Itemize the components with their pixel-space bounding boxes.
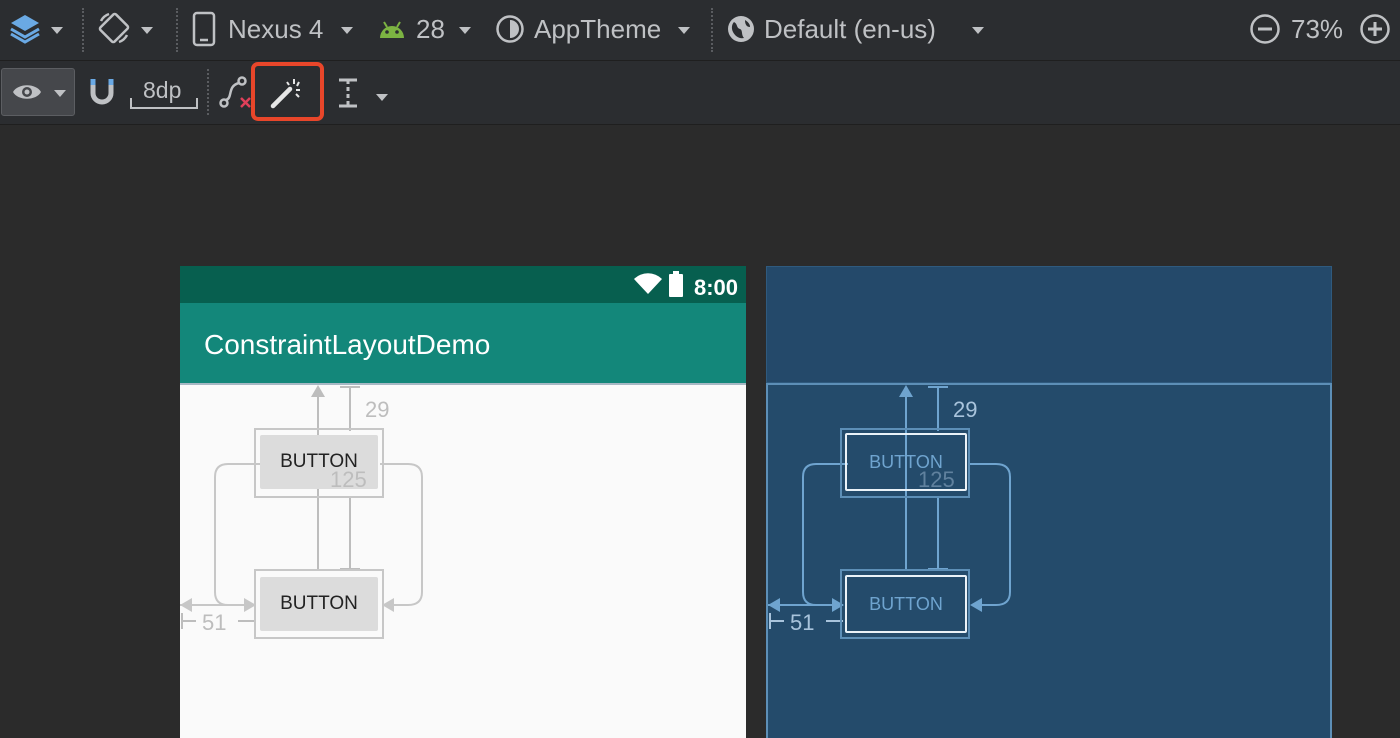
button-top[interactable]: BUTTON xyxy=(260,435,378,489)
blueprint-button-bottom[interactable]: BUTTON xyxy=(845,575,967,633)
design-surface[interactable]: 8:00 ConstraintLayoutDemo xyxy=(180,266,746,738)
wifi-icon xyxy=(634,273,662,294)
top-margin-label: 29 xyxy=(365,397,390,422)
view-options-button[interactable] xyxy=(1,68,75,116)
button-bottom-frame xyxy=(254,569,384,639)
blueprint-button-top-frame xyxy=(840,428,970,498)
chevron-down-icon[interactable] xyxy=(459,27,471,34)
top-toolbar: Nexus 4 28 AppTheme Default (en-us) xyxy=(0,0,1400,61)
locale-selector[interactable]: Default (en-us) xyxy=(764,14,936,44)
default-margin-value: 8dp xyxy=(143,77,182,103)
app-bar: ConstraintLayoutDemo xyxy=(180,303,746,383)
chevron-down-icon[interactable] xyxy=(972,27,984,34)
toolbar-separator xyxy=(207,69,209,115)
blueprint-vertical-gap-label: 125 xyxy=(918,467,955,492)
blueprint-surface[interactable]: BUTTON BUTTON 29 125 51 xyxy=(766,266,1332,738)
align-vertical-icon[interactable] xyxy=(337,78,359,113)
chevron-down-icon xyxy=(54,90,66,97)
chevron-down-icon[interactable] xyxy=(376,94,388,101)
infer-constraints-highlight xyxy=(251,62,324,121)
blueprint-top-margin-label: 29 xyxy=(953,397,978,422)
chevron-down-icon[interactable] xyxy=(341,27,353,34)
button-bottom[interactable]: BUTTON xyxy=(260,577,378,631)
theme-icon[interactable] xyxy=(495,14,525,49)
device-selector[interactable]: Nexus 4 xyxy=(228,14,324,44)
chevron-down-icon[interactable] xyxy=(141,27,153,34)
blueprint-left-margin-label: 51 xyxy=(790,610,815,635)
app-title: ConstraintLayoutDemo xyxy=(204,329,491,360)
layout-content[interactable]: BUTTON BUTTON 29 125 51 xyxy=(180,383,746,738)
blueprint-appbar-area xyxy=(766,266,1332,383)
status-bar: 8:00 xyxy=(180,266,746,303)
theme-selector[interactable]: AppTheme xyxy=(534,14,662,44)
eye-icon xyxy=(13,85,41,99)
zoom-level: 73% xyxy=(1291,14,1344,44)
default-margin-selector[interactable]: 8dp xyxy=(130,75,198,109)
zoom-in-icon[interactable] xyxy=(1359,13,1391,50)
phone-icon[interactable] xyxy=(192,11,216,52)
magic-wand-icon[interactable] xyxy=(270,77,304,114)
battery-icon xyxy=(669,271,683,297)
button-top-frame xyxy=(254,428,384,498)
android-icon[interactable] xyxy=(378,18,406,45)
rotate-icon[interactable] xyxy=(97,11,131,50)
zoom-out-icon[interactable] xyxy=(1249,13,1281,50)
toolbar-separator xyxy=(711,8,713,52)
chevron-down-icon[interactable] xyxy=(678,27,690,34)
blueprint-button-top[interactable]: BUTTON xyxy=(845,433,967,491)
globe-icon[interactable] xyxy=(726,14,756,49)
status-time: 8:00 xyxy=(693,275,738,300)
api-level-selector[interactable]: 28 xyxy=(416,14,445,44)
vertical-gap-label: 125 xyxy=(330,467,367,492)
clear-constraints-icon[interactable] xyxy=(219,76,255,115)
layers-icon[interactable] xyxy=(8,11,42,50)
toolbar-separator xyxy=(176,8,178,52)
toolbar-separator xyxy=(82,8,84,52)
blueprint-content[interactable]: BUTTON BUTTON 29 125 51 xyxy=(766,383,1332,738)
design-toolbar: 8dp xyxy=(0,61,1400,125)
chevron-down-icon[interactable] xyxy=(51,27,63,34)
blueprint-button-bottom-frame xyxy=(840,569,970,639)
magnet-icon[interactable] xyxy=(89,78,115,111)
left-margin-label: 51 xyxy=(202,610,227,635)
